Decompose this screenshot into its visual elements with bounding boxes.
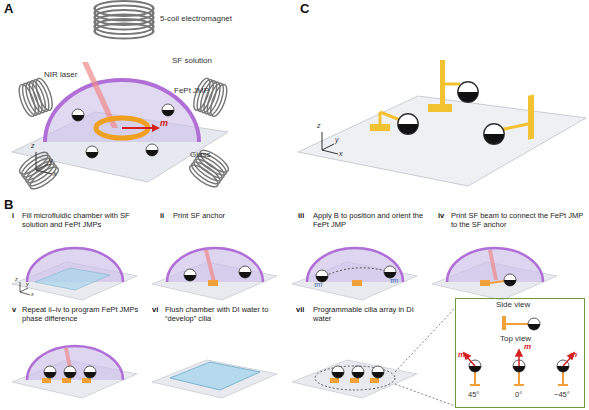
- figure-label: Flush chamber with DI water to “develop”…: [165, 306, 287, 323]
- figure-label: Glass: [190, 150, 210, 159]
- inset-text: m: [570, 351, 577, 360]
- figure-label: C: [300, 2, 309, 17]
- figure-label: iii: [298, 212, 304, 221]
- figure-label: x: [31, 291, 34, 297]
- figure-label: SF solution: [172, 56, 212, 65]
- inset-text: Side view: [496, 301, 530, 310]
- figure-label: Print SF anchor: [173, 212, 283, 221]
- figure-label: B: [4, 198, 13, 213]
- figure-label: vi: [152, 306, 158, 315]
- figure-label: z: [31, 142, 35, 150]
- figure-label: y: [26, 281, 29, 287]
- figure-label: τm: [314, 281, 322, 289]
- figure-label: ii: [160, 212, 164, 221]
- inset-box: Side viewTop viewmmm45°0°−45°: [455, 298, 585, 408]
- figure-label: Apply B to position and orient the FePt …: [313, 212, 431, 229]
- figure-label: τm: [390, 277, 398, 285]
- figure-label: vii: [296, 306, 304, 315]
- figure-label: x: [339, 150, 343, 158]
- figure-label: Fill microfluidic chamber with SF soluti…: [22, 212, 140, 229]
- figure-label: A: [4, 2, 13, 17]
- figure-label: Print SF beam to connect the FePt JMP to…: [451, 212, 583, 229]
- figure-label: Repeat ii–iv to program FePt JMPs phase …: [22, 306, 142, 323]
- figure-label: v: [12, 306, 16, 315]
- figure-label: z: [15, 276, 18, 282]
- figure-label: NIR laser: [44, 70, 77, 79]
- inset-text: 0°: [515, 391, 522, 399]
- figure-label: FePt JMP: [174, 86, 209, 95]
- figure-label: Programmable cilia array in DI water: [313, 306, 433, 323]
- inset-text: m: [458, 351, 465, 360]
- inset-text: −45°: [554, 391, 570, 399]
- figure-label: y: [335, 136, 339, 144]
- figure-label: x: [53, 170, 57, 178]
- inset-text: m: [524, 343, 531, 352]
- figure-label: iv: [438, 212, 444, 221]
- inset-text: 45°: [468, 391, 479, 399]
- figure-label: i: [12, 212, 14, 221]
- figure-label: z: [317, 122, 321, 130]
- figure-label: m: [160, 118, 168, 128]
- figure-label: 5-coil electromagnet: [160, 14, 232, 23]
- figure-label: y: [49, 157, 53, 165]
